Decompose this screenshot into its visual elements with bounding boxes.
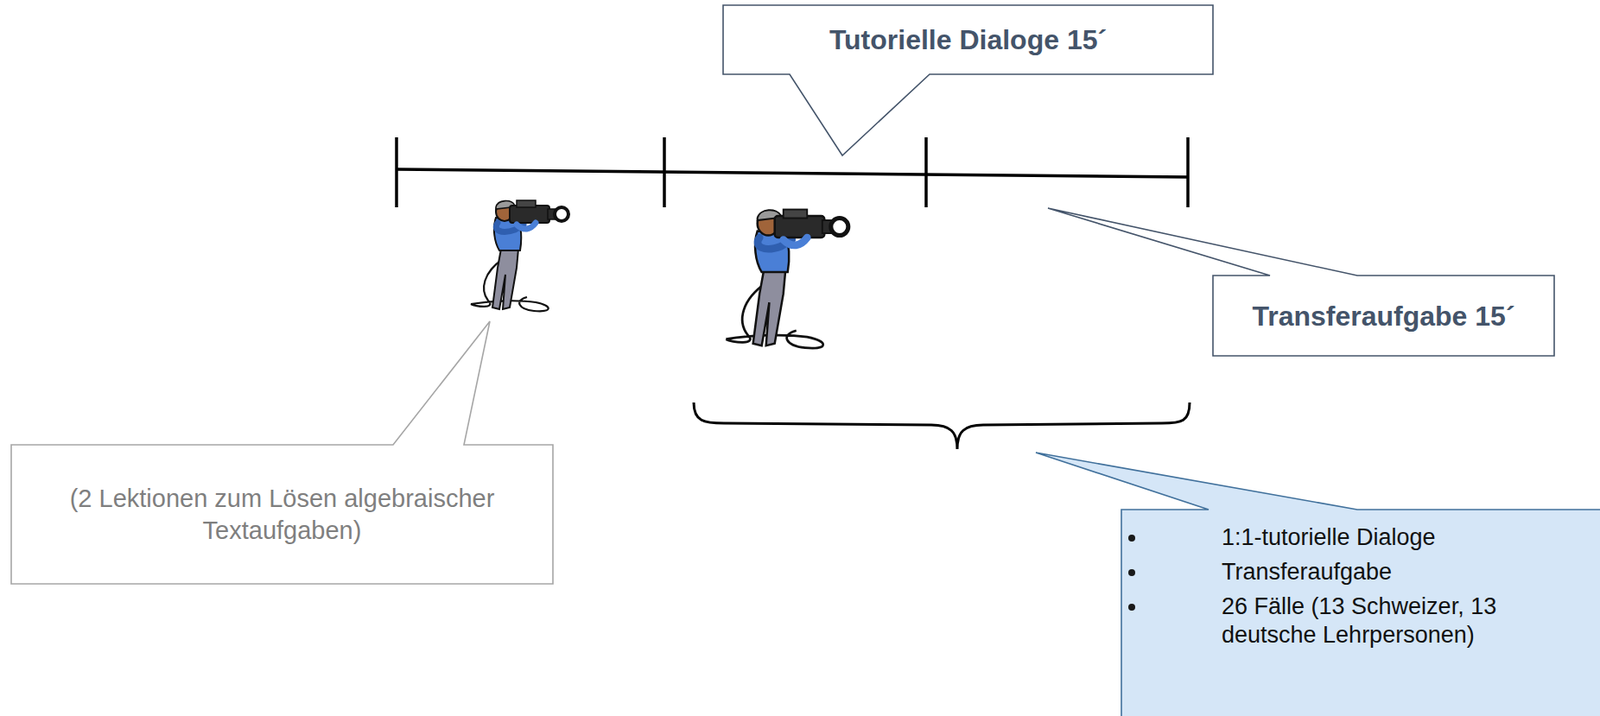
bullet-text: 1:1-tutorielle Dialoge xyxy=(1221,524,1436,551)
curly-brace xyxy=(693,402,1190,450)
callout-outline xyxy=(11,321,553,585)
bullet-item: 1:1-tutorielle Dialoge xyxy=(1121,523,1588,553)
cameraman-figure xyxy=(470,200,569,312)
bullet-item: Transferaufgabe xyxy=(1121,558,1588,588)
duration-callout: Tutorielle Dialoge 15´ xyxy=(723,5,1213,75)
callout-text: Transferaufgabe 15´ xyxy=(1251,298,1515,334)
callout-text: (2 Lektionen zum Lösen algebraischer Tex… xyxy=(26,482,538,547)
callout-outline xyxy=(723,5,1213,156)
bullet-dot xyxy=(1128,569,1136,577)
duration-callout: Transferaufgabe 15´ xyxy=(1212,275,1555,356)
bullet-text: 26 Fälle (13 Schweizer, 13 deutsche Lehr… xyxy=(1221,593,1497,649)
callout-outline xyxy=(1047,208,1555,356)
note-callout: (2 Lektionen zum Lösen algebraischer Tex… xyxy=(11,444,553,585)
cameraman-figure xyxy=(725,209,848,350)
bullet-dot xyxy=(1128,603,1136,611)
timeline xyxy=(396,137,1188,208)
bullet-dot xyxy=(1128,534,1136,542)
bullet-item: 26 Fälle (13 Schweizer, 13 deutsche Lehr… xyxy=(1121,592,1588,652)
info-callout: 1:1-tutorielle DialogeTransferaufgabe 26 … xyxy=(1121,509,1600,716)
callout-outline xyxy=(1035,452,1600,716)
callout-text: Tutorielle Dialoge 15´ xyxy=(829,22,1107,58)
bullet-text: Transferaufgabe xyxy=(1221,558,1392,585)
